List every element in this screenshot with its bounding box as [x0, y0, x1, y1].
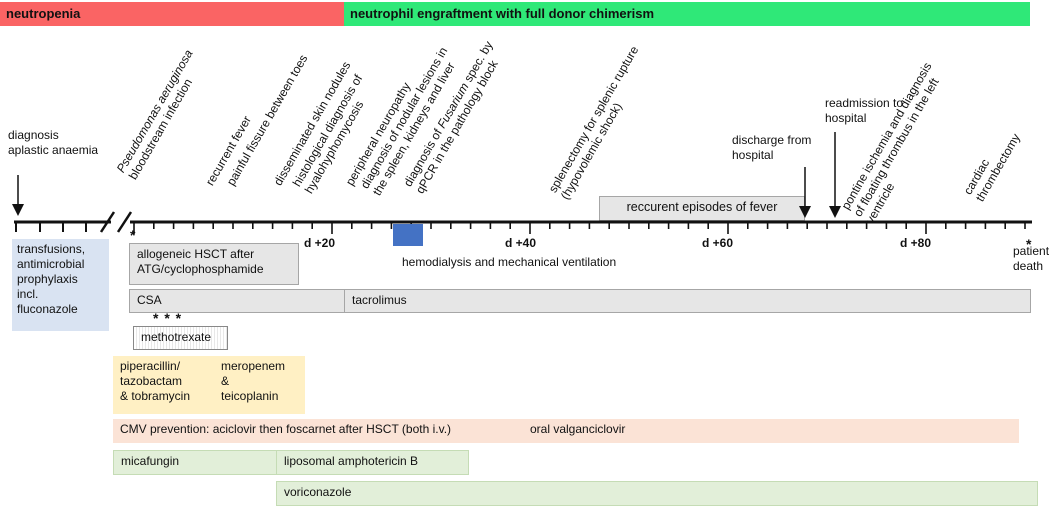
- diagnosis-label: diagnosis aplastic anaemia: [8, 128, 99, 157]
- hsct-star: *: [130, 227, 136, 243]
- micafungin-box: micafungin: [113, 450, 277, 475]
- day-40-label: d +40: [505, 236, 537, 250]
- methotrexate-stars: * * *: [153, 310, 183, 326]
- transfusions-box: transfusions, antimicrobial prophylaxis …: [12, 239, 109, 331]
- day-80-label: d +80: [900, 236, 932, 250]
- tacrolimus-box: tacrolimus: [344, 289, 1031, 313]
- voriconazole-box: voriconazole: [276, 481, 1038, 506]
- hemodialysis-marker: [393, 224, 423, 246]
- day-60-label: d +60: [702, 236, 734, 250]
- methotrexate-box: methotrexate: [133, 326, 228, 350]
- day-20-label: d +20: [304, 236, 336, 250]
- neutropenia-band: neutropenia: [0, 2, 344, 26]
- hsct-box: allogeneic HSCT after ATG/cyclophosphami…: [129, 243, 299, 285]
- patient-death-label: patient death: [1013, 244, 1050, 273]
- meropenem-box: meropenem & teicoplanin: [214, 356, 305, 414]
- hemodialysis-label: hemodialysis and mechanical ventilation: [402, 255, 617, 269]
- cmv-prevention-box: CMV prevention: aciclovir then foscarnet…: [113, 419, 523, 443]
- amphotericin-box: liposomal amphotericin B: [276, 450, 469, 475]
- piperacillin-box: piperacillin/ tazobactam & tobramycin: [113, 356, 214, 414]
- readmission-label: readmission to hospital: [825, 96, 904, 125]
- engraftment-band: neutrophil engraftment with full donor c…: [344, 2, 1030, 26]
- discharge-label: discharge from hospital: [732, 133, 812, 162]
- valganciclovir-box: oral valganciclovir: [523, 419, 1019, 443]
- csa-box: CSA: [129, 289, 345, 313]
- death-star: *: [1026, 236, 1032, 252]
